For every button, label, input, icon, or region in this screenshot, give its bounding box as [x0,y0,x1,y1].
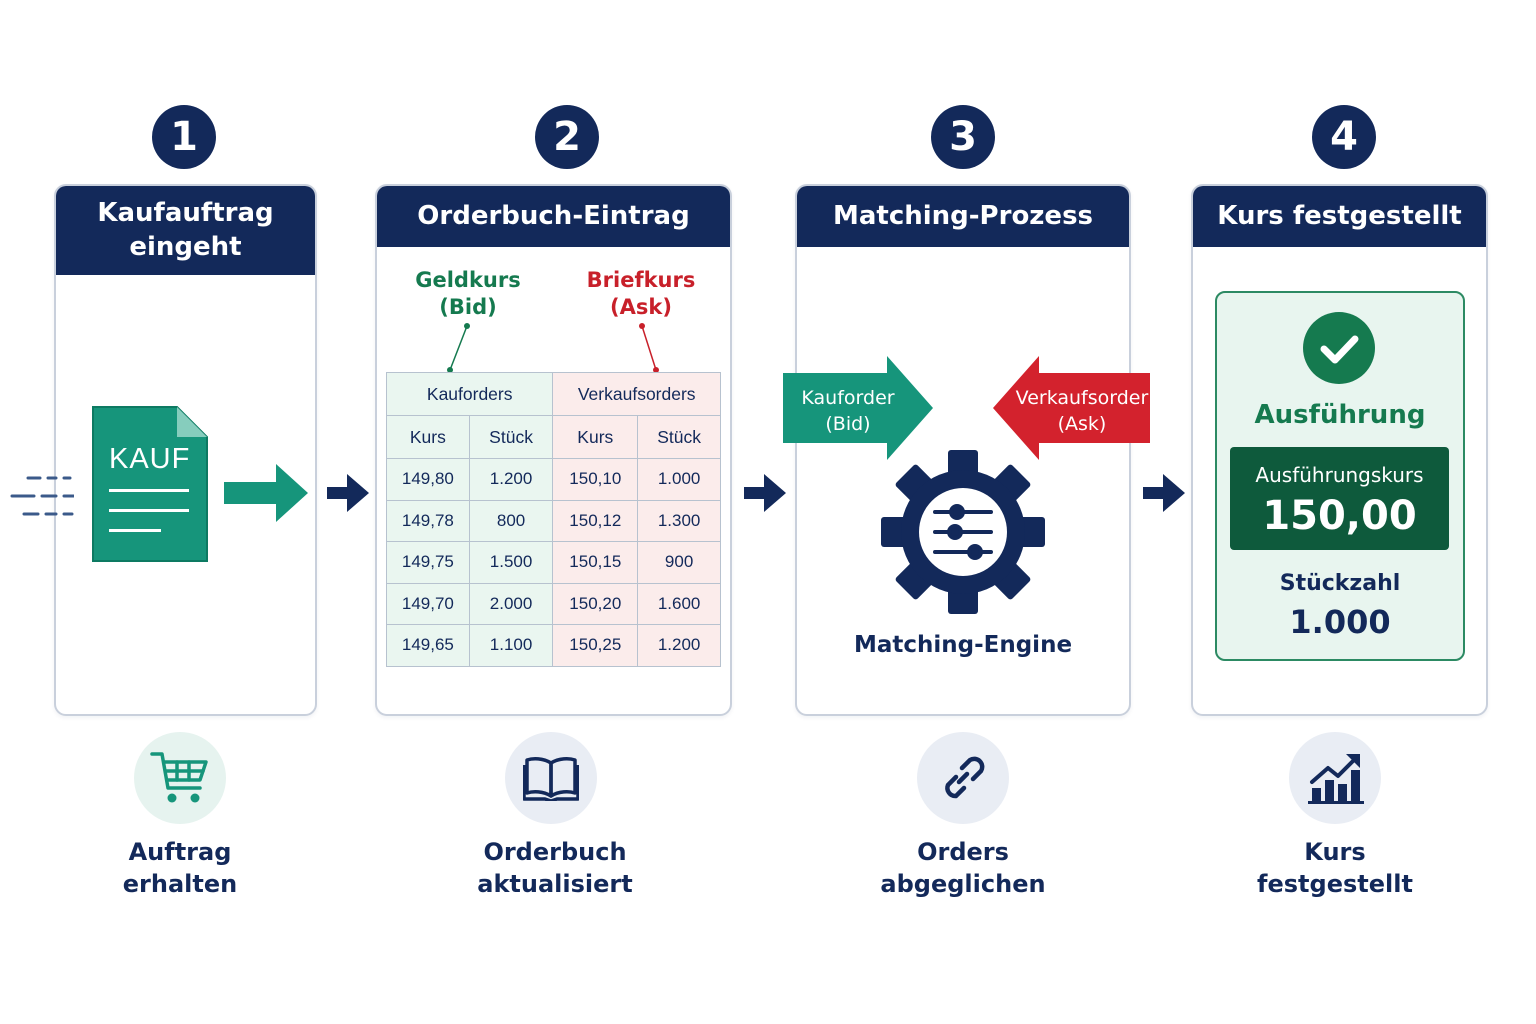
buy-order-arrow-icon [783,356,933,460]
ask-label: Briefkurs (Ask) [571,267,711,322]
panel-1-title-line2: eingeht [129,231,242,262]
bid-price-cell: 149,75 [386,541,470,584]
ask-qty-cell: 1.600 [637,582,721,625]
bid-qty-cell: 1.500 [468,541,554,584]
bid-pointer-line [447,323,470,373]
bottom-label-2: Orderbuch aktualisiert [435,836,675,901]
bottom-label-1-line2: erhalten [122,870,238,899]
execution-label: Ausführung [1254,400,1426,430]
bid-qty-cell: 800 [468,499,554,542]
sell-order-label-line1: Verkaufsorder [1015,387,1149,409]
step-1-number: 1 [152,105,216,169]
ask-qty-col-header: Stück [637,415,721,459]
buy-order-label: Kauforder (Bid) [786,386,910,437]
bottom-label-1: Auftrag erhalten [60,836,300,901]
panel-1-title-line1: Kaufauftrag [97,197,274,228]
panel-1-header: Kaufauftrag eingeht [56,186,315,275]
ask-label-line1: Briefkurs [586,268,696,292]
link-icon [917,732,1009,824]
bottom-label-3-line1: Orders [917,838,1009,866]
execution-price-box: Ausführungskurs 150,00 [1230,447,1449,550]
sell-order-label: Verkaufsorder (Ask) [1012,386,1152,437]
bid-qty-col-header: Stück [468,415,554,459]
bid-price-cell: 149,65 [386,624,470,667]
ask-price-cell: 150,15 [552,541,639,584]
execution-price-value: 150,00 [1262,493,1417,539]
table-row: 149,65 1.100 150,25 1.200 [386,624,721,667]
panel-2-header: Orderbuch-Eintrag [377,186,730,247]
bottom-label-2-line2: aktualisiert [477,870,633,899]
bottom-label-4-line2: festgestellt [1257,870,1413,899]
ask-label-line2: (Ask) [610,295,672,320]
book-icon [505,732,597,824]
bottom-label-1-line1: Auftrag [128,838,232,866]
quantity-label: Stückzahl [1279,571,1401,596]
step-2-number: 2 [535,105,599,169]
panel-4-header: Kurs festgestellt [1193,186,1486,247]
sell-orders-header: Verkaufsorders [552,372,721,416]
buy-orders-header: Kauforders [385,372,554,416]
bid-price-col-header: Kurs [386,415,470,459]
bottom-label-4-line1: Kurs [1304,838,1366,866]
document-label: KAUF [109,443,191,475]
buy-order-label-line1: Kauforder [801,387,895,409]
table-row: 149,78 800 150,12 1.300 [386,499,721,542]
step-3-number: 3 [931,105,995,169]
ask-price-cell: 150,12 [552,499,639,542]
ask-qty-cell: 1.000 [637,458,721,501]
ask-price-cell: 150,20 [552,582,639,625]
check-circle-icon [1303,312,1375,384]
flow-arrow-2-icon [744,474,786,512]
ask-price-col-header: Kurs [552,415,639,459]
ask-qty-cell: 1.300 [637,499,721,542]
ask-qty-cell: 900 [637,541,721,584]
bid-price-cell: 149,80 [386,458,470,501]
bid-label-line2: (Bid) [439,295,497,320]
ask-pointer-line [639,323,659,373]
bid-price-cell: 149,70 [386,582,470,625]
ask-price-cell: 150,10 [552,458,639,501]
bottom-label-3: Orders abgeglichen [843,836,1083,901]
flow-arrow-3-icon [1143,474,1185,512]
table-row: 149,75 1.500 150,15 900 [386,541,721,584]
bottom-label-3-line2: abgeglichen [880,870,1046,899]
execution-price-title: Ausführungskurs [1255,463,1424,487]
matching-engine-gear-icon [881,450,1045,614]
bid-label: Geldkurs (Bid) [398,267,538,322]
buy-document-icon [92,406,208,562]
sell-order-arrow-icon [993,356,1150,460]
ask-price-cell: 150,25 [552,624,639,667]
bid-label-line1: Geldkurs [415,268,521,292]
bid-qty-cell: 1.100 [468,624,554,667]
sell-order-label-line2: (Ask) [1057,412,1107,435]
quantity-value: 1.000 [1289,603,1391,641]
bottom-label-4: Kurs festgestellt [1215,836,1455,901]
bid-qty-cell: 2.000 [468,582,554,625]
speed-lines-icon [10,476,74,516]
orderbook-table: Kauforders Verkaufsorders Kurs Stück Kur… [385,372,721,667]
ask-qty-cell: 1.200 [637,624,721,667]
teal-arrow-icon [224,464,308,522]
step-4-number: 4 [1312,105,1376,169]
panel-3-header: Matching-Prozess [797,186,1129,247]
bid-qty-cell: 1.200 [468,458,554,501]
growth-chart-icon [1289,732,1381,824]
flow-arrow-1-icon [327,474,369,512]
bottom-label-2-line1: Orderbuch [483,838,627,866]
engine-label: Matching-Engine [853,632,1073,658]
panel-kaufauftrag: Kaufauftrag eingeht [54,184,317,716]
bid-price-cell: 149,78 [386,499,470,542]
shopping-cart-icon [134,732,226,824]
table-row: 149,70 2.000 150,20 1.600 [386,582,721,625]
buy-order-label-line2: (Bid) [825,412,871,435]
table-row: 149,80 1.200 150,10 1.000 [386,458,721,501]
